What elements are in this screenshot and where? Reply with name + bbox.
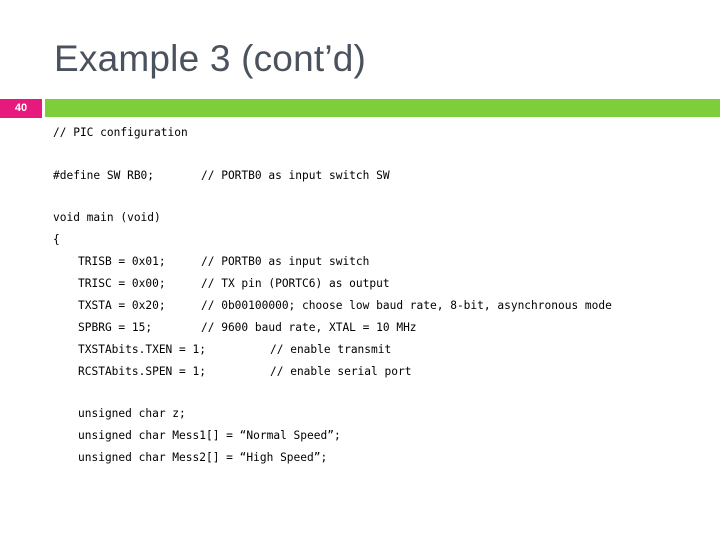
- code-line-comment: // 0b00100000; choose low baud rate, 8-b…: [201, 299, 612, 312]
- divider-strip: 40: [0, 99, 720, 118]
- code-line-comment: // PORTB0 as input switch SW: [201, 169, 390, 182]
- page-title: Example 3 (cont’d): [54, 38, 367, 79]
- code-line: TRISC = 0x00; // TX pin (PORTC6) as outpu…: [78, 273, 390, 294]
- code-line-text: TXSTA = 0x20;: [78, 299, 166, 312]
- code-line-comment: // TX pin (PORTC6) as output: [201, 277, 390, 290]
- code-line: // PIC configuration: [53, 122, 188, 143]
- code-line-text: {: [53, 233, 60, 246]
- code-line: unsigned char Mess1[] = “Normal Speed”;: [78, 425, 341, 446]
- code-line-text: void main (void): [53, 211, 161, 224]
- code-line: TXSTA = 0x20; // 0b00100000; choose low b…: [78, 295, 612, 316]
- code-line-text: RCSTAbits.SPEN = 1;: [78, 365, 206, 378]
- code-line-text: #define SW RB0;: [53, 169, 155, 182]
- code-line-text: unsigned char z;: [78, 407, 186, 420]
- code-line-text: TRISC = 0x00;: [78, 277, 166, 290]
- code-line: unsigned char z;: [78, 403, 186, 424]
- code-line-text: // PIC configuration: [53, 126, 188, 139]
- code-line: SPBRG = 15; // 9600 baud rate, XTAL = 10 …: [78, 317, 417, 338]
- code-line: void main (void): [53, 207, 161, 228]
- code-line-comment: // PORTB0 as input switch: [201, 255, 370, 268]
- divider-rule: [45, 99, 720, 117]
- code-line: RCSTAbits.SPEN = 1; // enable serial port: [78, 361, 411, 382]
- code-line-text: SPBRG = 15;: [78, 321, 153, 334]
- code-line: #define SW RB0; // PORTB0 as input switch…: [53, 165, 390, 186]
- code-line-text: unsigned char Mess2[] = “High Speed”;: [78, 451, 328, 464]
- code-line: {: [53, 229, 60, 250]
- code-block: // PIC configuration #define SW RB0; // PO…: [0, 118, 720, 488]
- code-line-comment: // enable transmit: [270, 343, 392, 356]
- code-line: unsigned char Mess2[] = “High Speed”;: [78, 447, 327, 468]
- code-line-comment: // enable serial port: [270, 365, 412, 378]
- code-line: TXSTAbits.TXEN = 1; // enable transmit: [78, 339, 391, 360]
- code-line-text: TRISB = 0x01;: [78, 255, 166, 268]
- code-line: TRISB = 0x01; // PORTB0 as input switch: [78, 251, 369, 272]
- code-line-text: unsigned char Mess1[] = “Normal Speed”;: [78, 429, 341, 442]
- code-line-comment: // 9600 baud rate, XTAL = 10 MHz: [201, 321, 417, 334]
- code-line-text: TXSTAbits.TXEN = 1;: [78, 343, 206, 356]
- page-number-badge: 40: [0, 99, 42, 118]
